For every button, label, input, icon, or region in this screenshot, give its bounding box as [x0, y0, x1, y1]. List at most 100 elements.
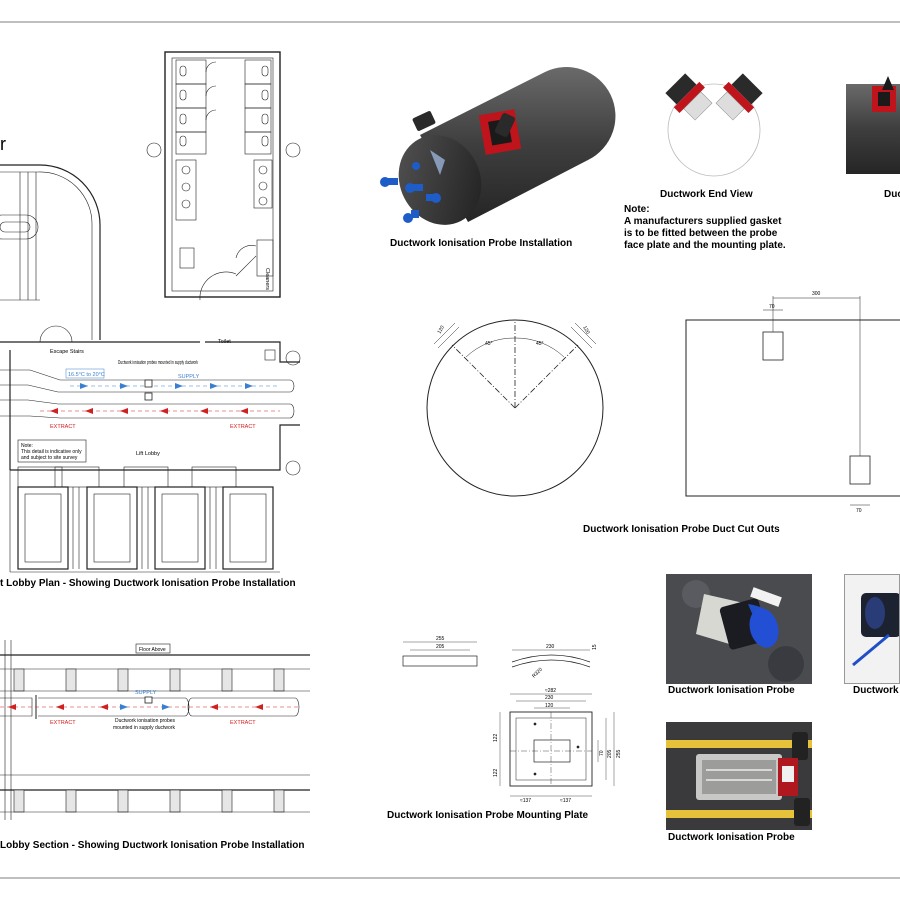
dim-120-right: 120	[581, 325, 590, 335]
gasket-note: Note: A manufacturers supplied gasket is…	[624, 204, 786, 251]
dim-137-right: ≈137	[560, 798, 571, 804]
probe-photo-1	[666, 574, 812, 684]
extract-duct	[0, 399, 295, 419]
probe-symbol	[144, 379, 153, 388]
mounting-plate-title: Ductwork Ionisation Probe Mounting Plate	[387, 810, 589, 821]
extract-label-left: EXTRACT	[50, 424, 76, 430]
probe-photo-2	[666, 722, 812, 830]
probes-note: Ductwork ionisation probes mounted in su…	[118, 360, 198, 366]
dim-120: 120	[545, 703, 554, 709]
dim-120-left: 120	[437, 325, 446, 335]
dim-137-left: ≈137	[520, 798, 531, 804]
duct-end-cap	[398, 135, 482, 225]
plan-note-box	[17, 439, 87, 463]
angle-left: 45°	[485, 341, 493, 347]
escape-stairs-label: Escape Stairs	[50, 349, 84, 355]
dim-70: 70	[599, 750, 605, 756]
toilet-block-wall	[164, 51, 281, 298]
column-marker	[146, 142, 162, 158]
lift-shafts	[9, 466, 280, 573]
section-probes-note-2: mounted in supply ductwork	[113, 725, 175, 731]
cutout-flat-panel	[685, 319, 900, 497]
duct-end-view: Ductwork End View	[660, 73, 763, 200]
floor-above-label: Floor Above	[139, 647, 166, 653]
lobby-section-title: Lobby Section - Showing Ductwork Ionisat…	[0, 840, 304, 851]
extract-label-right: EXTRACT	[230, 424, 256, 430]
section-extract-label-left: EXTRACT	[50, 720, 76, 726]
photo-3-caption-fragment: Ductwork	[853, 685, 899, 696]
section-floor-beams	[13, 789, 285, 813]
section-extract-label-right: EXTRACT	[230, 720, 256, 726]
escape-stairs-doors	[39, 325, 73, 343]
plan-note-line-2: This detail is indicative only	[21, 449, 82, 455]
section-extract-arrows	[8, 704, 263, 710]
radius-label: R320	[531, 667, 544, 680]
dim-282: ≈282	[545, 688, 556, 694]
note-line-2: is to be fitted between the probe	[624, 228, 778, 239]
duct-side-view: Duc	[846, 76, 900, 200]
photo-1-caption: Ductwork Ionisation Probe	[668, 685, 795, 696]
cutout-slot-top	[762, 331, 784, 361]
column-marker	[285, 350, 301, 366]
angle-right: 45°	[536, 341, 544, 347]
dim-230-b: 230	[545, 695, 554, 701]
lift-lobby-label: Lift Lobby	[136, 451, 160, 457]
cleaners-cupboard	[256, 239, 274, 277]
section-probes-note-1: Ductwork ionisation probes	[115, 718, 176, 724]
dim-255-v: 255	[616, 749, 622, 758]
section-beams	[13, 668, 285, 692]
dim-70-top: 70	[769, 304, 775, 310]
lobby-section: Floor Above SUPPLY EXTRACT EXTRACT Ductw…	[0, 640, 310, 851]
duct-cut-outs: 120 120 45° 45° 300 70 70 Ductwork Ionis…	[426, 291, 900, 535]
temp-range-label: 16.5°C to 20°C	[68, 372, 105, 378]
dim-205: 205	[436, 644, 445, 650]
end-view-title: Ductwork End View	[660, 189, 753, 200]
riser-box	[264, 349, 276, 361]
plan-note-line-1: Note:	[21, 443, 33, 449]
dim-300: 300	[812, 291, 821, 297]
stair-structure	[0, 164, 101, 340]
plate-curved-view	[511, 654, 591, 663]
section-supply-label: SUPPLY	[135, 690, 157, 696]
temp-range-box	[65, 368, 105, 379]
sheet-title-fragment: r	[0, 134, 6, 154]
dim-205-v: 205	[607, 749, 613, 758]
installation-title: Ductwork Ionisation Probe Installation	[390, 238, 572, 249]
floor-above-box	[135, 643, 171, 654]
wc-cubicles-left	[175, 59, 217, 155]
dim-230: 230	[546, 644, 555, 650]
column-marker	[285, 460, 301, 476]
dim-15: 15	[592, 644, 598, 650]
dim-255: 255	[436, 636, 445, 642]
supply-label: SUPPLY	[178, 374, 200, 380]
probe-symbol	[144, 392, 153, 401]
side-view-title-fragment: Duc	[884, 189, 900, 200]
cleaners-label: Cleaners	[264, 268, 270, 290]
cutout-slot-bottom	[849, 455, 871, 485]
column-marker	[285, 142, 301, 158]
wc-cubicles-right	[244, 59, 272, 155]
lobby-plan-title: t Lobby Plan - Showing Ductwork Ionisati…	[0, 578, 296, 589]
lobby-plan: r Cleaners	[0, 51, 301, 589]
plate-edge-view	[402, 655, 478, 667]
photo-2-caption: Ductwork Ionisation Probe	[668, 832, 795, 843]
probe-photo-3	[844, 574, 900, 684]
section-probe-symbol	[144, 696, 153, 704]
dim-122-top: 122	[493, 733, 499, 742]
supply-duct	[0, 369, 295, 393]
note-heading: Note:	[624, 204, 650, 215]
note-line-3: face plate and the mounting plate.	[624, 240, 786, 251]
dim-70-bottom: 70	[856, 508, 862, 514]
cutout-circle	[426, 319, 604, 497]
mounting-plate: 255 205 230 15 R320 ≈282 230 120 122 122…	[387, 636, 622, 821]
extract-arrows	[40, 408, 280, 414]
probe-tips-icon	[380, 162, 441, 223]
wash-basins	[175, 159, 273, 269]
note-line-1: A manufacturers supplied gasket	[624, 216, 782, 227]
plan-note-line-3: and subject to site survey	[21, 455, 78, 461]
supply-arrows	[70, 383, 280, 389]
cutouts-title: Ductwork Ionisation Probe Duct Cut Outs	[583, 524, 780, 535]
probe-installation-view: Ductwork Ionisation Probe Installation	[380, 67, 616, 249]
